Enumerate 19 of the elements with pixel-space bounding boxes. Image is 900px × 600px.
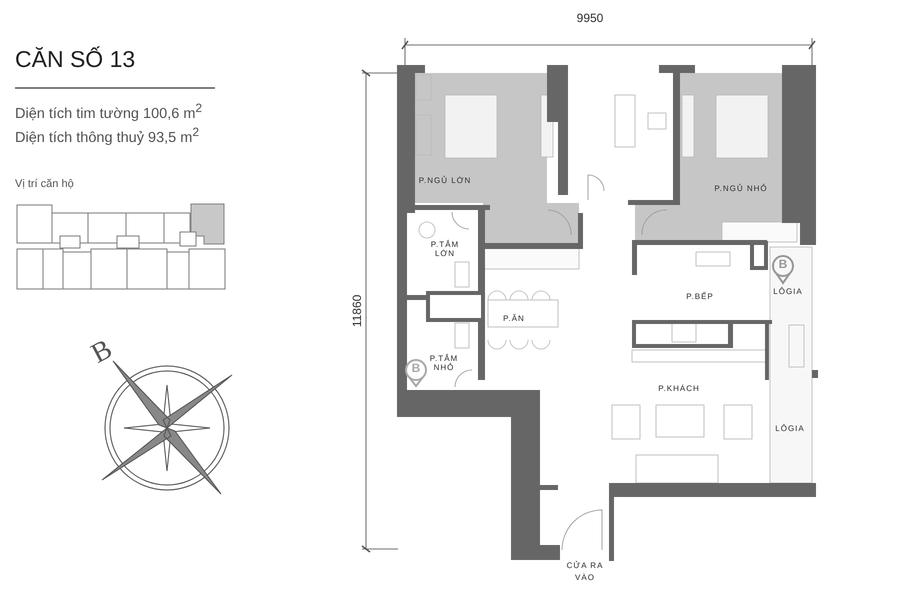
room-label: LÔGIA: [774, 424, 806, 434]
title: CĂN SỐ 13: [15, 46, 136, 72]
compass-letter: B: [85, 332, 118, 372]
room-label: P.KHÁCH: [657, 384, 701, 394]
dimension-label: 11860: [351, 294, 365, 330]
room-label: P.ĂN: [502, 314, 526, 324]
room-label: P.NGỦ LỚN: [418, 176, 472, 186]
pin-letter: B: [410, 362, 422, 376]
pin-letter: B: [778, 258, 788, 272]
section-heading: Vị trí căn hộ: [15, 178, 75, 191]
dimension-label: 9950: [576, 12, 604, 26]
room-label: LÔGIA: [772, 287, 804, 296]
room-label: CỬA RA VÀO: [566, 560, 604, 584]
room-label: P.TẮM NHỎ: [428, 354, 460, 372]
room-label: P.TẮM LỚN: [430, 240, 460, 258]
area-text: Diện tích tim tường 100,6 m$^{2}$: [15, 102, 204, 122]
area-text: Diện tích thông thuỷ 93,5 m$^{2}$: [15, 126, 200, 146]
room-label: P.NGỦ NHỎ: [713, 184, 769, 194]
room-label: P.BẾP: [685, 292, 715, 302]
